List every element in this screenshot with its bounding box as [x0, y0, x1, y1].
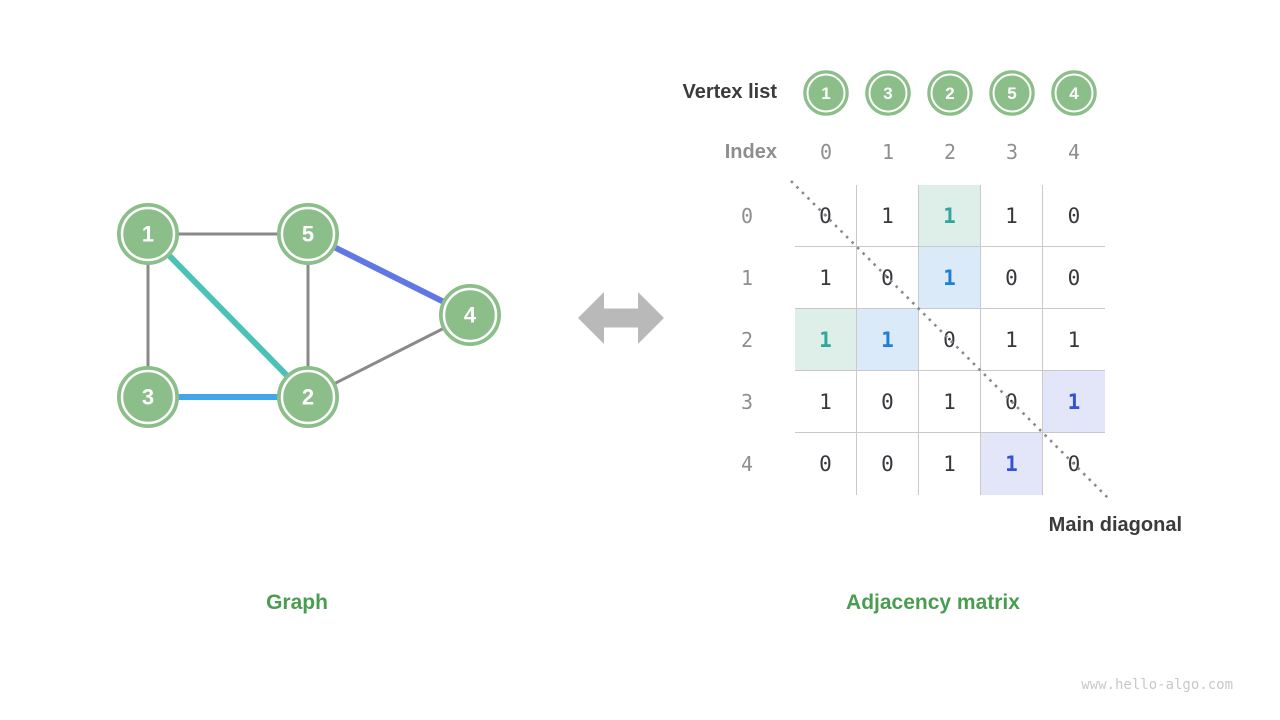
index-value: 0	[819, 140, 833, 164]
vertex-chip-label: 3	[883, 84, 892, 103]
graph-caption: Graph	[266, 591, 328, 614]
matrix-cell: 0	[795, 185, 857, 247]
row-label: 3	[740, 390, 754, 414]
matrix-cell: 0	[857, 433, 919, 495]
matrix-cell: 0	[981, 371, 1043, 433]
adjacency-matrix-caption: Adjacency matrix	[846, 591, 1020, 614]
matrix-cell-highlight-indigo: 1	[981, 433, 1043, 495]
matrix-cell-highlight-blue: 1	[857, 309, 919, 371]
vertex-chip-label: 5	[1007, 84, 1016, 103]
node-label: 5	[302, 222, 314, 247]
graph-node-3: 3	[117, 366, 179, 428]
double-arrow-icon	[578, 292, 664, 344]
matrix-cell-highlight-teal: 1	[795, 309, 857, 371]
matrix-cell: 1	[1043, 309, 1105, 371]
matrix-cell-highlight-blue: 1	[919, 247, 981, 309]
matrix-cell: 1	[981, 185, 1043, 247]
index-value: 1	[881, 140, 895, 164]
vertex-list-circles: 1 3 2 5 4	[803, 70, 1097, 116]
main-diagonal-label: Main diagonal	[1048, 514, 1182, 536]
row-label: 0	[740, 204, 754, 228]
vertex-chip: 1	[803, 70, 849, 116]
node-label: 3	[142, 385, 154, 410]
index-value: 3	[1005, 140, 1019, 164]
index-label: Index	[724, 141, 777, 163]
matrix-cell: 1	[919, 433, 981, 495]
matrix-cell: 0	[919, 309, 981, 371]
vertex-chip: 2	[927, 70, 973, 116]
row-label: 4	[740, 452, 754, 476]
index-value: 4	[1067, 140, 1081, 164]
matrix-cell: 0	[1067, 452, 1081, 476]
matrix-cell: 1	[795, 247, 857, 309]
edge-1-2	[145, 231, 311, 400]
graph-node-2: 2	[277, 366, 339, 428]
vertex-chip-label: 2	[945, 84, 954, 103]
matrix-cell-highlight-teal: 1	[919, 185, 981, 247]
vertex-chip: 3	[865, 70, 911, 116]
graph-drawing: 1 5 4 3 2	[117, 203, 501, 428]
node-label: 2	[302, 385, 314, 410]
node-label: 1	[142, 222, 154, 247]
vertex-list-label: Vertex list	[682, 81, 777, 103]
graph-node-1: 1	[117, 203, 179, 265]
matrix-cell: 0	[795, 433, 857, 495]
index-value: 2	[943, 140, 957, 164]
matrix-cell: 1	[857, 185, 919, 247]
matrix-cell: 0	[857, 371, 919, 433]
matrix-cell: 0	[1043, 185, 1105, 247]
vertex-chip: 5	[989, 70, 1035, 116]
matrix-cell-highlight-indigo: 1	[1043, 371, 1105, 433]
vertex-chip: 4	[1051, 70, 1097, 116]
matrix-cell: 0	[1043, 247, 1105, 309]
watermark: www.hello-algo.com	[1081, 677, 1233, 693]
row-label: 1	[740, 266, 754, 290]
matrix-cell: 1	[795, 371, 857, 433]
graph-node-5: 5	[277, 203, 339, 265]
node-label: 4	[464, 303, 477, 328]
matrix-cell: 1	[919, 371, 981, 433]
graph-node-4: 4	[439, 284, 501, 346]
matrix-cell: 0	[857, 247, 919, 309]
adjacency-matrix-grid: 0 1 1 1 0 1 0 1 0 0 1 1 0 1 1 1 0 1 0 1 …	[795, 185, 1105, 495]
vertex-chip-label: 4	[1069, 84, 1079, 103]
vertex-chip-label: 1	[821, 84, 830, 103]
matrix-cell: 0	[981, 247, 1043, 309]
matrix-cell: 1	[981, 309, 1043, 371]
row-label: 2	[740, 328, 754, 352]
